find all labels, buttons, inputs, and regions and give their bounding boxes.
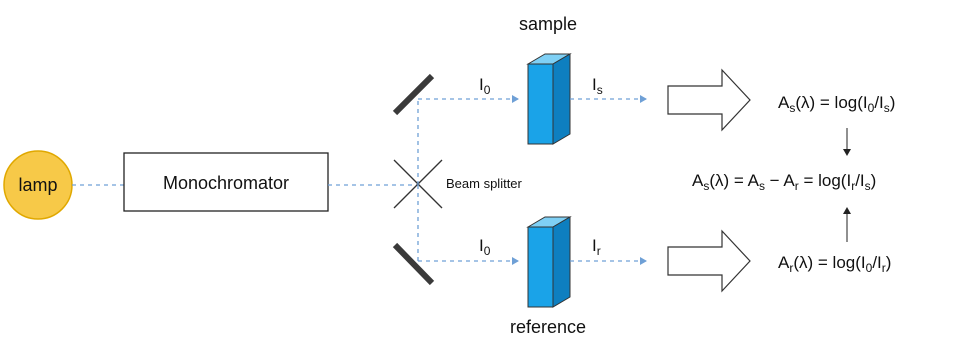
- mirror-bottom: [392, 242, 435, 286]
- lamp-label: lamp: [18, 175, 57, 195]
- reference-absorbance-equation: Ar(λ) = log(I0/Ir): [778, 253, 891, 275]
- sample-absorbance-equation: As(λ) = log(I0/Is): [778, 93, 895, 115]
- reference-transmitted-label: Ir: [592, 236, 601, 258]
- reference-incident-label: I0: [479, 236, 491, 258]
- reference-title: reference: [510, 317, 586, 337]
- monochromator-box: [123, 152, 329, 212]
- sample-transmitted-label: Is: [592, 75, 603, 97]
- arrow-hollow-reference: [667, 229, 751, 293]
- reference-cuvette: [526, 216, 572, 308]
- sample-title: sample: [519, 14, 577, 34]
- beam-splitter-label: Beam splitter: [446, 176, 523, 191]
- arrow-hollow-sample: [667, 68, 751, 132]
- mirror-top: [392, 73, 435, 116]
- monochromator-label: Monochromator: [163, 173, 289, 193]
- result-absorbance-equation: As(λ) = As − Ar = log(Ir/Is): [692, 171, 876, 193]
- sample-cuvette: [526, 53, 572, 145]
- sample-incident-label: I0: [479, 75, 491, 97]
